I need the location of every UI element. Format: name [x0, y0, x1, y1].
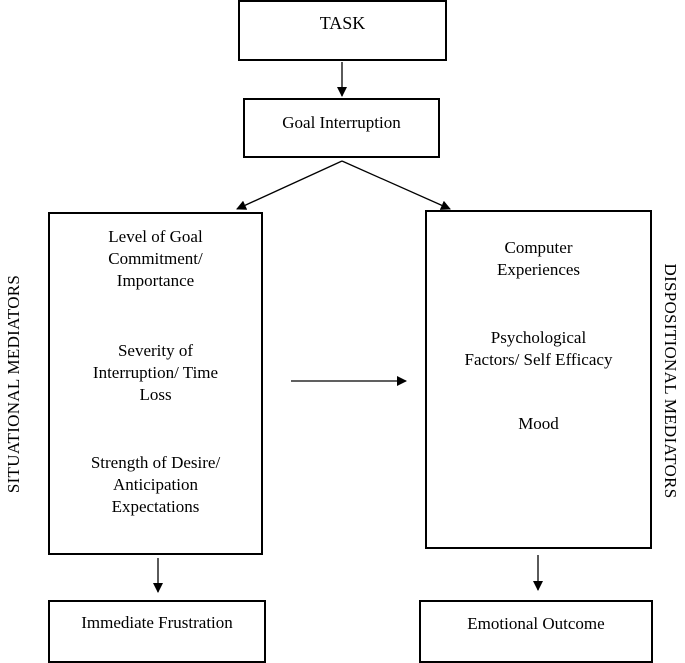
desire-line-2: Anticipation — [113, 474, 198, 494]
goal-commitment-group: Level of Goal Commitment/ Importance — [108, 226, 202, 292]
situational-mediators-side-label: SITUATIONAL MEDIATORS — [4, 274, 23, 494]
arrow-goal-to-situational — [236, 160, 343, 210]
dispositional-mediators-side-label: DISPOSITIONAL MEDIATORS — [661, 263, 680, 499]
desire-group: Strength of Desire/ Anticipation Expecta… — [91, 452, 220, 518]
severity-line-1: Severity of — [117, 341, 194, 361]
psychological-factors-line-2: Factors/ Self Efficacy — [464, 350, 613, 370]
severity-group: Severity of Interruption/ Time Loss — [93, 340, 218, 406]
immediate-frustration-box: Immediate Frustration — [48, 600, 266, 663]
emotional-outcome-box: Emotional Outcome — [419, 600, 653, 663]
goal-commitment-line-3: Importance — [116, 271, 195, 291]
severity-line-3: Loss — [139, 385, 172, 405]
mood-label: Mood — [518, 414, 559, 434]
desire-line-3: Expectations — [111, 496, 200, 516]
situational-mediators-box: Level of Goal Commitment/ Importance Sev… — [48, 212, 263, 555]
immediate-frustration-label: Immediate Frustration — [81, 613, 233, 633]
task-box: TASK — [238, 0, 447, 61]
task-label: TASK — [319, 12, 366, 33]
goal-commitment-line-1: Level of Goal — [108, 227, 203, 246]
mood-group: Mood — [518, 413, 559, 435]
desire-line-1: Strength of Desire/ — [90, 452, 221, 472]
computer-experiences-line-2: Experiences — [496, 260, 581, 280]
goal-interruption-label: Goal Interruption — [282, 112, 401, 132]
severity-line-2: Interruption/ Time — [92, 363, 219, 383]
goal-commitment-line-2: Commitment/ — [108, 249, 203, 269]
dispositional-mediators-box: Computer Experiences Psychological Facto… — [425, 210, 652, 549]
emotional-outcome-label: Emotional Outcome — [467, 614, 605, 634]
computer-experiences-line-1: Computer — [504, 238, 573, 257]
psychological-factors-group: Psychological Factors/ Self Efficacy — [465, 327, 613, 371]
psychological-factors-line-1: Psychological — [490, 328, 587, 348]
goal-interruption-box: Goal Interruption — [243, 98, 440, 158]
computer-experiences-group: Computer Experiences — [497, 237, 580, 281]
arrow-goal-to-dispositional — [341, 160, 451, 210]
